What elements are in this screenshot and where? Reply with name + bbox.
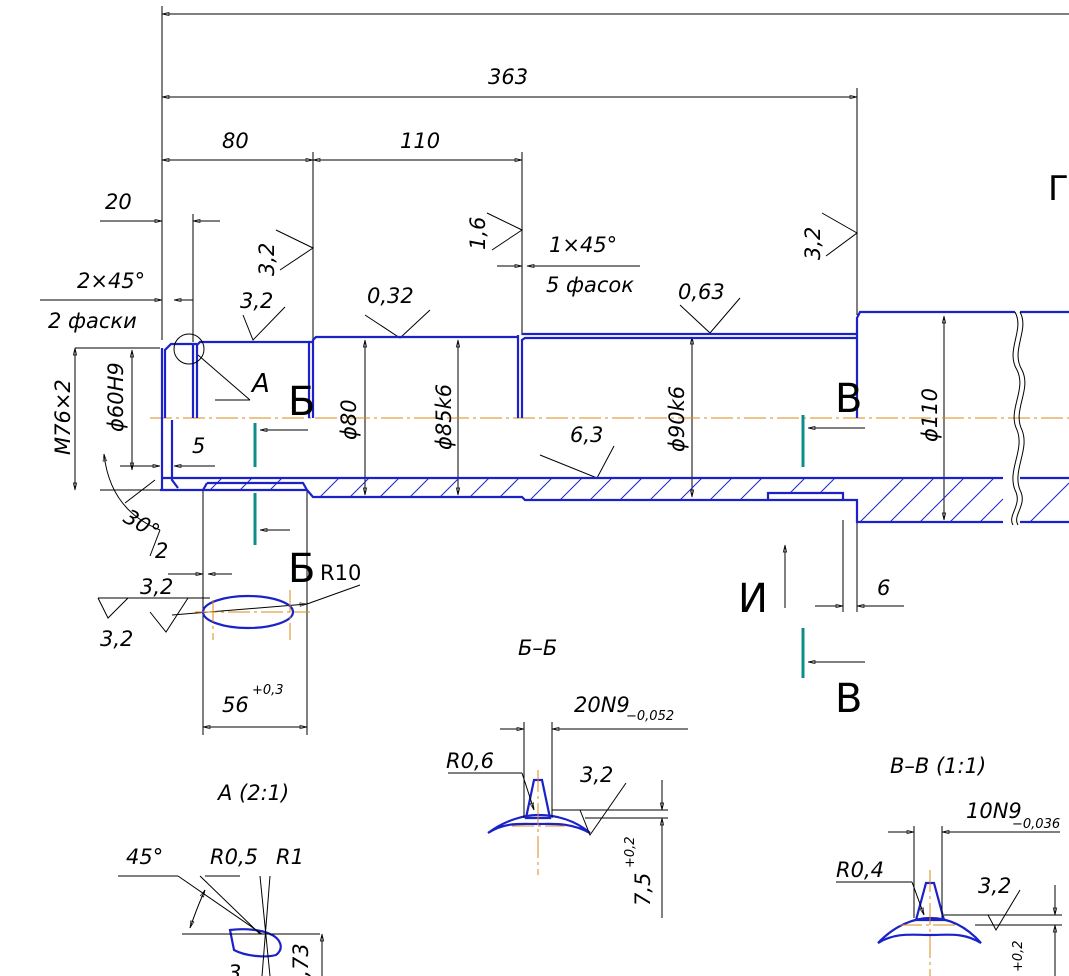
dim-6: 6 bbox=[877, 576, 890, 600]
dim-chamfer: 2×45° bbox=[77, 269, 145, 293]
dim-dia90: ϕ90k6 bbox=[665, 386, 689, 452]
break-lines bbox=[1011, 311, 1026, 526]
dim-dia85: ϕ85k6 bbox=[432, 384, 456, 450]
mark-b-bottom: Б bbox=[288, 546, 315, 592]
rough-slot-2: 3,2 bbox=[100, 627, 133, 651]
leader-lines bbox=[98, 354, 251, 599]
section-arrows bbox=[259, 425, 865, 665]
mark-i: И bbox=[738, 576, 768, 622]
mark-v-bottom: В bbox=[835, 676, 862, 722]
dim-chamfer-note: 2 фаски bbox=[48, 309, 137, 333]
detail-a-r05: R0,5 bbox=[210, 845, 258, 869]
detail-a-circle bbox=[173, 333, 205, 365]
roughness-texts: 3,2 3,2 0,32 1,6 0,63 3,2 6,3 3,2 3,2 bbox=[100, 217, 825, 651]
shaft-contour bbox=[160, 310, 1069, 630]
dim-56: 56 bbox=[222, 693, 249, 717]
dim-1x45: 1×45° bbox=[549, 233, 617, 257]
rough-063: 0,63 bbox=[678, 280, 725, 304]
detail-a-angle: 45° bbox=[126, 845, 163, 869]
dim-56-tol: +0,3 bbox=[252, 683, 284, 698]
dim-363: 363 bbox=[488, 65, 528, 89]
section-bb-title: Б–Б bbox=[518, 636, 557, 660]
detail-a-073: 0,73 bbox=[289, 943, 313, 976]
section-bb-depth-tol: +0,2 bbox=[623, 836, 638, 868]
section-vv-depth-tol: +0,2 bbox=[1011, 940, 1026, 972]
rough-63: 6,3 bbox=[570, 423, 603, 447]
mark-v-top: В bbox=[835, 376, 862, 422]
dim-dia80: ϕ80 bbox=[337, 399, 361, 440]
mark-a: А bbox=[250, 369, 270, 399]
section-vv-texts: В–В (1:1) 10N9 −0,036 R0,4 3,2 +0,2 bbox=[836, 754, 1060, 972]
dim-80: 80 bbox=[222, 129, 249, 153]
section-vv-title: В–В (1:1) bbox=[890, 754, 986, 778]
dimension-texts: 363 80 110 20 2×45° 2 фаски M76×2 ϕ60H9 … bbox=[48, 65, 942, 717]
dim-20: 20 bbox=[105, 190, 132, 214]
section-cut-lines bbox=[253, 415, 805, 678]
section-vv-profile bbox=[836, 826, 1062, 976]
section-vv-width: 10N9 bbox=[966, 799, 1022, 823]
detail-a-r1: R1 bbox=[276, 845, 304, 869]
section-bb-width: 20N9 bbox=[574, 693, 630, 717]
section-hatching bbox=[209, 477, 1069, 523]
detail-a-3: 3 bbox=[228, 961, 241, 976]
dimension-lines bbox=[40, 11, 1069, 730]
rough-032: 0,32 bbox=[367, 284, 414, 308]
detail-a-texts: А (2:1) 45° R0,5 R1 3 0,73 bbox=[126, 781, 313, 976]
rough-shoulder: 3,2 bbox=[240, 289, 273, 313]
dim-2: 2 bbox=[155, 539, 168, 563]
section-bb-profile bbox=[448, 722, 688, 918]
section-bb-texts: Б–Б 20N9 −0,052 R0,6 3,2 7,5 +0,2 bbox=[446, 636, 674, 906]
rough-vertical-2: 3,2 bbox=[801, 227, 825, 260]
section-vv-radius: R0,4 bbox=[836, 858, 884, 882]
rough-vertical-1: 3,2 bbox=[255, 243, 279, 276]
dim-dia60: ϕ60H9 bbox=[104, 362, 128, 432]
section-bb-width-tol: −0,052 bbox=[626, 709, 674, 724]
dim-thread: M76×2 bbox=[51, 379, 75, 455]
dim-110: 110 bbox=[400, 129, 440, 153]
slot-axes bbox=[195, 590, 310, 640]
mark-b-top: Б bbox=[288, 379, 315, 425]
dim-5: 5 bbox=[192, 434, 205, 458]
section-vv-width-tol: −0,036 bbox=[1012, 817, 1060, 832]
rough-16: 1,6 bbox=[466, 217, 490, 250]
section-bb-rough: 3,2 bbox=[580, 763, 613, 787]
mark-g: Г bbox=[1048, 169, 1069, 209]
dim-dia110: ϕ110 bbox=[918, 388, 942, 442]
section-letters: А Б Б В В И Г bbox=[250, 169, 1069, 722]
section-bb-depth: 7,5 bbox=[631, 873, 655, 906]
dim-r10: R10 bbox=[320, 561, 361, 585]
section-vv-rough: 3,2 bbox=[978, 874, 1011, 898]
section-bb-radius: R0,6 bbox=[446, 749, 494, 773]
dim-5-fasok: 5 фасок bbox=[546, 273, 634, 297]
rough-slot-1: 3,2 bbox=[140, 575, 173, 599]
roughness-marks bbox=[97, 212, 858, 633]
detail-a-title: А (2:1) bbox=[216, 781, 289, 805]
detail-a-view bbox=[118, 875, 325, 976]
